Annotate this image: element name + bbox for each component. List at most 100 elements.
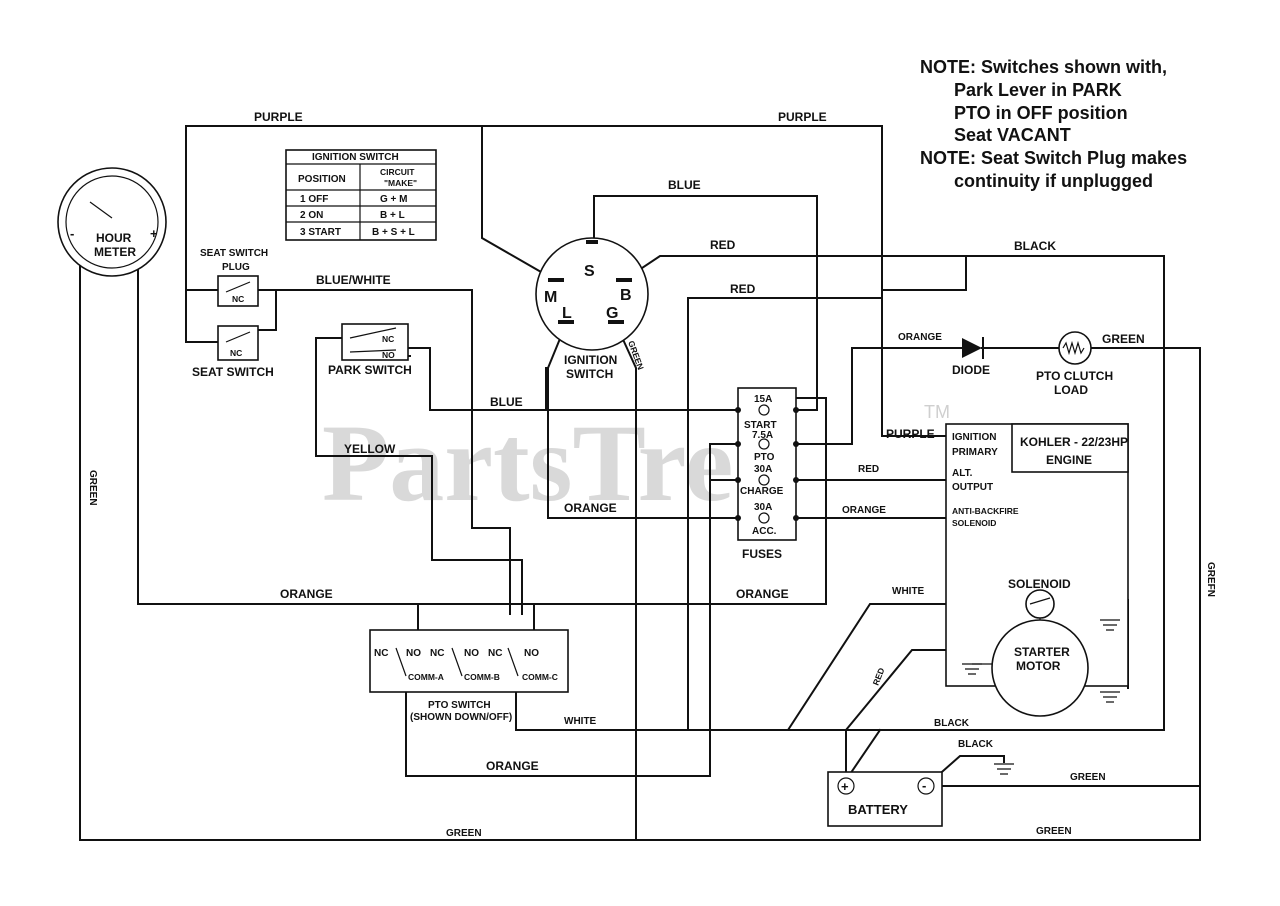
svg-text:ORANGE: ORANGE — [280, 587, 333, 601]
svg-text:PURPLE: PURPLE — [886, 427, 935, 441]
svg-text:MOTOR: MOTOR — [1016, 659, 1061, 673]
svg-text:GREEN: GREEN — [1070, 772, 1106, 783]
svg-text:STARTER: STARTER — [1014, 645, 1070, 659]
svg-text:NC: NC — [488, 648, 502, 659]
svg-text:S: S — [584, 263, 595, 280]
svg-text:SEAT SWITCH: SEAT SWITCH — [200, 248, 268, 259]
svg-text:NO: NO — [406, 648, 421, 659]
svg-text:SOLENOID: SOLENOID — [1008, 577, 1071, 591]
svg-text:"MAKE": "MAKE" — [384, 178, 417, 188]
svg-text:PTO: PTO — [754, 452, 775, 463]
svg-text:PURPLE: PURPLE — [254, 110, 303, 124]
notes: NOTE: Switches shown with, Park Lever in… — [920, 57, 1187, 191]
svg-text:2 ON: 2 ON — [300, 210, 323, 221]
hour-meter: HOUR METER - + — [57, 167, 167, 277]
svg-text:LOAD: LOAD — [1054, 383, 1088, 397]
park-switch: NC NO PARK SWITCH — [328, 323, 412, 377]
svg-text:START: START — [744, 420, 777, 431]
svg-text:ORANGE: ORANGE — [486, 759, 539, 773]
svg-text:G + M: G + M — [380, 194, 408, 205]
svg-text:B: B — [620, 287, 632, 304]
svg-text:-: - — [70, 226, 74, 241]
svg-text:YELLOW: YELLOW — [344, 442, 396, 456]
svg-text:DIODE: DIODE — [952, 363, 990, 377]
svg-text:PTO in OFF position: PTO in OFF position — [954, 103, 1128, 123]
svg-text:GREEN: GREEN — [87, 470, 98, 506]
svg-text:PTO CLUTCH: PTO CLUTCH — [1036, 369, 1113, 383]
svg-text:PURPLE: PURPLE — [778, 110, 827, 124]
svg-text:CIRCUIT: CIRCUIT — [380, 167, 415, 177]
svg-text:NC: NC — [382, 334, 394, 344]
svg-text:NC: NC — [230, 348, 242, 358]
svg-text:ANTI-BACKFIRE: ANTI-BACKFIRE — [952, 506, 1019, 516]
svg-text:WHITE: WHITE — [564, 716, 597, 727]
svg-text:FUSES: FUSES — [742, 547, 782, 561]
svg-text:BLACK: BLACK — [958, 739, 994, 750]
diode: DIODE — [952, 337, 990, 377]
svg-text:GREEN: GREEN — [1102, 332, 1145, 346]
svg-text:BLACK: BLACK — [1014, 239, 1056, 253]
svg-text:SEAT SWITCH: SEAT SWITCH — [192, 365, 274, 379]
svg-text:PLUG: PLUG — [222, 262, 250, 273]
seat-switch-plug: NC SEAT SWITCH PLUG — [200, 248, 268, 307]
svg-text:CHARGE: CHARGE — [740, 486, 784, 497]
svg-text:Park Lever in PARK: Park Lever in PARK — [954, 80, 1122, 100]
svg-text:PARK SWITCH: PARK SWITCH — [328, 363, 412, 377]
svg-text:NO: NO — [524, 648, 539, 659]
svg-text:NO: NO — [382, 350, 395, 360]
wire-labels: PURPLE PURPLE BLUE RED BLACK RED BLUE/WH… — [87, 110, 1216, 839]
svg-text:KOHLER - 22/23HP: KOHLER - 22/23HP — [1020, 435, 1128, 449]
svg-text:COMM-B: COMM-B — [464, 672, 500, 682]
seat-switch: NC SEAT SWITCH — [192, 325, 274, 379]
svg-text:COMM-A: COMM-A — [408, 672, 444, 682]
pto-clutch: PTO CLUTCH LOAD — [1036, 331, 1113, 397]
svg-text:NC: NC — [374, 648, 388, 659]
svg-text:NO: NO — [464, 648, 479, 659]
svg-text:NOTE: Seat Switch Plug makes: NOTE: Seat Switch Plug makes — [920, 148, 1187, 168]
pto-switch: NC NO NC NO NC NO COMM-A COMM-B COMM-C P… — [369, 629, 569, 723]
svg-text:NC: NC — [430, 648, 444, 659]
svg-text:GREFN: GREFN — [1205, 562, 1216, 597]
svg-text:PRIMARY: PRIMARY — [952, 447, 998, 458]
svg-text:NC: NC — [232, 294, 244, 304]
svg-text:IGNITION SWITCH: IGNITION SWITCH — [312, 152, 399, 163]
fuse-block: 15A START 7.5A PTO 30A CHARGE 30A ACC. F… — [735, 387, 799, 561]
ignition-table: IGNITION SWITCH POSITION CIRCUIT "MAKE" … — [285, 149, 437, 241]
svg-text:ORANGE: ORANGE — [898, 332, 942, 343]
svg-text:RED: RED — [858, 464, 879, 475]
svg-text:NOTE: Switches shown with,: NOTE: Switches shown with, — [920, 57, 1167, 77]
svg-text:M: M — [544, 289, 557, 306]
svg-text:15A: 15A — [754, 394, 772, 405]
svg-text:ORANGE: ORANGE — [736, 587, 789, 601]
svg-text:SWITCH: SWITCH — [566, 367, 613, 381]
svg-text:BATTERY: BATTERY — [848, 802, 908, 817]
svg-text:IGNITION: IGNITION — [564, 353, 617, 367]
svg-text:RED: RED — [730, 282, 756, 296]
svg-text:3 START: 3 START — [300, 227, 341, 238]
svg-text:GREEN: GREEN — [1036, 826, 1072, 837]
svg-text:HOUR: HOUR — [96, 231, 132, 245]
engine-block: KOHLER - 22/23HP ENGINE IGNITION PRIMARY… — [945, 423, 1129, 717]
svg-text:BLUE: BLUE — [668, 178, 701, 192]
svg-text:B + L: B + L — [380, 210, 405, 221]
svg-text:RED: RED — [710, 238, 736, 252]
svg-text:G: G — [606, 305, 618, 322]
svg-text:1 OFF: 1 OFF — [300, 194, 328, 205]
svg-text:POSITION: POSITION — [298, 174, 346, 185]
svg-text:IGNITION: IGNITION — [952, 432, 996, 443]
svg-text:7.5A: 7.5A — [752, 430, 773, 441]
ignition-switch: S M B L G IGNITION SWITCH — [535, 237, 649, 381]
svg-text:SOLENOID: SOLENOID — [952, 518, 996, 528]
watermark: PartsTree — [322, 402, 782, 524]
svg-text:30A: 30A — [754, 464, 772, 475]
svg-text:BLUE/WHITE: BLUE/WHITE — [316, 273, 391, 287]
svg-text:COMM-C: COMM-C — [522, 672, 558, 682]
svg-text:30A: 30A — [754, 502, 772, 513]
svg-text:ORANGE: ORANGE — [564, 501, 617, 515]
svg-text:GREEN: GREEN — [446, 828, 482, 839]
svg-text:+: + — [841, 779, 849, 794]
svg-text:ORANGE: ORANGE — [842, 505, 886, 516]
svg-text:+: + — [150, 226, 158, 241]
svg-text:-: - — [922, 778, 926, 793]
